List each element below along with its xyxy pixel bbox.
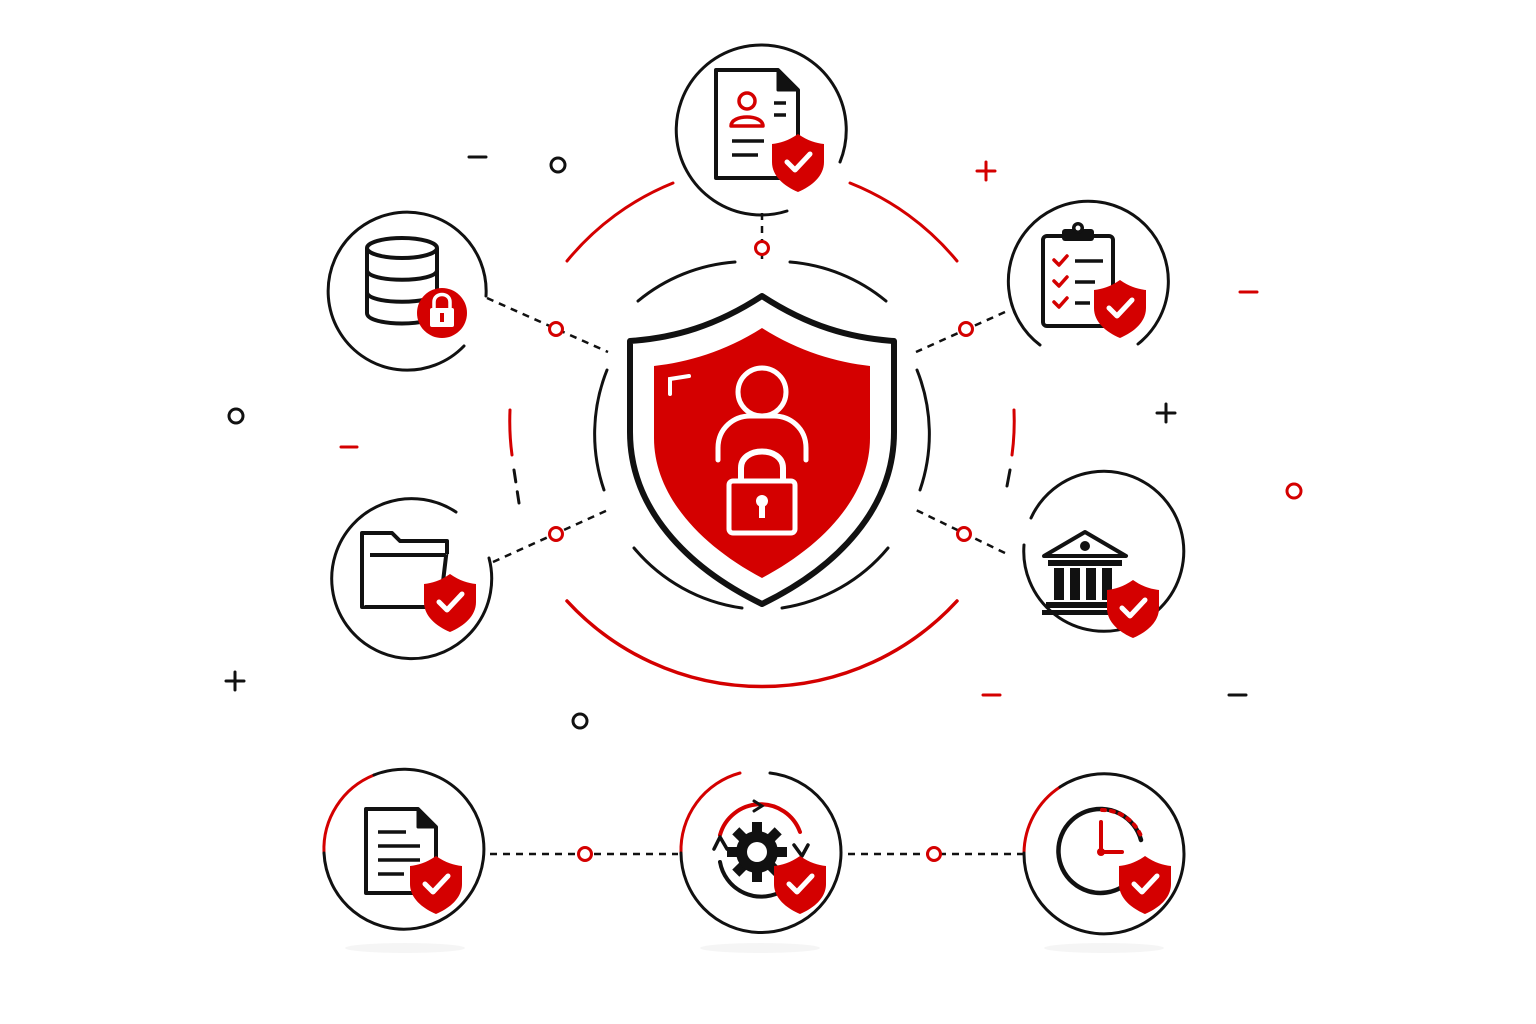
shield-check-icon [1094, 280, 1146, 338]
shield-check-icon [424, 574, 476, 632]
node-process [679, 771, 843, 934]
node-folder [330, 497, 494, 661]
node-document [322, 767, 486, 931]
node-profile-document [674, 43, 848, 217]
clock-icon [1056, 806, 1144, 896]
central-rings [508, 181, 1016, 689]
shield-check-icon [774, 856, 826, 914]
shield-check-icon [1119, 856, 1171, 914]
shield-check-icon [410, 856, 462, 914]
decorations [224, 155, 1303, 730]
node-database [326, 210, 488, 372]
bank-building-icon [1042, 530, 1128, 615]
padlock-icon [417, 288, 467, 338]
shield-check-icon [772, 134, 824, 192]
ground-shadows [345, 943, 1164, 953]
node-checklist [1006, 199, 1170, 347]
node-institution [1022, 469, 1186, 638]
connector-dots [548, 240, 974, 862]
node-time [1022, 772, 1186, 936]
central-shield-user-lock-icon [627, 293, 897, 607]
